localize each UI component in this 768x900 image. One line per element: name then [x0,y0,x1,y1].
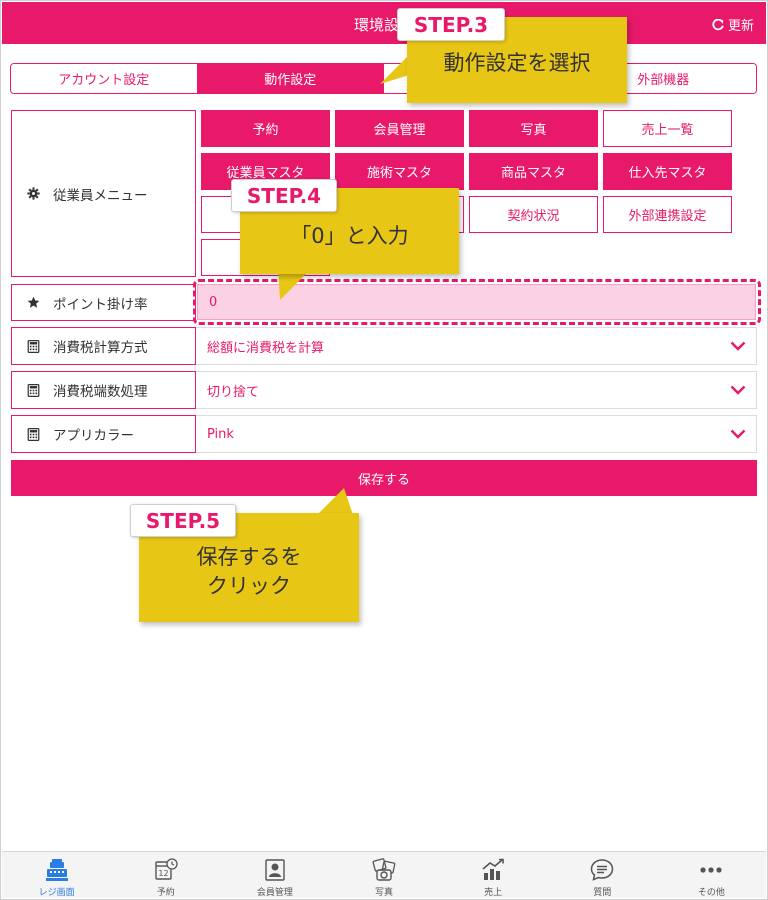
nav-item-member[interactable]: 会員管理 [220,852,329,898]
menu-button-employee-master[interactable]: 従業員マスタ [201,153,330,190]
tax-calc-select[interactable]: 総額に消費税を計算 [196,327,757,365]
point-rate-highlight [193,279,761,325]
app-color-value: Pink [207,426,234,442]
svg-text:12: 12 [158,869,168,878]
app-color-text: アプリカラー [53,428,134,444]
step5-tag: STEP.5 [130,504,236,537]
nav-item-reservation[interactable]: 12 予約 [111,852,220,898]
nav-item-more[interactable]: その他 [657,852,766,898]
app-header: 環境設定 更新 [2,2,766,44]
chat-icon [591,859,614,881]
employee-menu-text: 従業員メニュー [53,187,148,204]
calendar-icon: 12 [155,858,178,880]
bottom-nav: レジ画面 12 予約 会員管理 写真 売上 質問 その他 [2,851,766,898]
step4-tag: STEP.4 [231,179,337,212]
nav-label-questions: 質問 [593,888,612,898]
nav-item-questions[interactable]: 質問 [548,852,657,898]
menu-button-sales-list[interactable]: 売上一覧 [603,110,732,147]
chevron-down-icon [730,385,746,395]
nav-item-photo[interactable]: 写真 [329,852,438,898]
chevron-down-icon [730,429,746,439]
app-color-label: アプリカラー [11,415,196,453]
tax-rounding-label: 消費税端数処理 [11,371,196,409]
nav-item-register[interactable]: レジ画面 [2,852,111,898]
refresh-button[interactable]: 更新 [712,15,754,34]
page-title: 環境設定 [353,16,414,34]
app-color-select[interactable]: Pink [196,415,757,453]
employee-menu-label: 従業員メニュー [11,110,196,277]
menu-button-contract-status[interactable]: 契約状況 [469,196,598,233]
nav-label-more: その他 [697,888,725,898]
step3-tag: STEP.3 [397,8,505,41]
tax-calc-label: 消費税計算方式 [11,327,196,365]
nav-label-member: 会員管理 [256,888,293,898]
nav-label-reservation: 予約 [156,888,175,898]
tab-account-settings[interactable]: アカウント設定 [11,64,197,93]
point-rate-input-box [197,284,756,320]
step5-callout-line2: クリック [207,573,291,598]
tax-rounding-value: 切り捨て [207,384,260,400]
step5-callout-tail [314,488,354,518]
tax-calc-value: 総額に消費税を計算 [207,340,325,356]
nav-label-photo: 写真 [374,888,393,898]
menu-button-supplier-master[interactable]: 仕入先マスタ [603,153,732,190]
point-rate-input[interactable] [209,294,755,310]
refresh-label: 更新 [727,19,754,34]
chevron-down-icon [730,341,746,351]
tax-calc-text: 消費税計算方式 [53,340,148,356]
tax-rounding-text: 消費税端数処理 [53,384,148,400]
nav-label-sales: 売上 [484,888,503,898]
point-rate-text: ポイント掛け率 [53,296,148,313]
calculator-icon [26,427,40,441]
save-button[interactable]: 保存する [11,460,757,496]
step4-callout-text: 「0」と入力 [290,223,409,248]
menu-button-treatment-master[interactable]: 施術マスタ [335,153,464,190]
menu-button-reservation[interactable]: 予約 [201,110,330,147]
nav-label-register: レジ画面 [38,888,75,898]
nav-item-sales[interactable]: 売上 [439,852,548,898]
tax-rounding-select[interactable]: 切り捨て [196,371,757,409]
cash-register-icon [45,859,68,881]
menu-button-member-management[interactable]: 会員管理 [335,110,464,147]
star-icon [26,296,40,310]
menu-button-external-integration[interactable]: 外部連携設定 [603,196,732,233]
tab-operation-settings[interactable]: 動作設定 [196,64,383,93]
calculator-icon [26,383,40,397]
refresh-icon [712,18,724,30]
more-icon [700,867,723,873]
menu-button-product-master[interactable]: 商品マスタ [469,153,598,190]
point-rate-label: ポイント掛け率 [11,284,196,321]
step3-callout-text: 動作設定を選択 [443,50,591,75]
camera-icon [372,858,396,881]
sales-chart-icon [482,858,504,880]
menu-button-photo[interactable]: 写真 [469,110,598,147]
step5-callout-line1: 保存するを [196,544,302,569]
calculator-icon [26,339,40,353]
member-icon [265,859,285,881]
step4-callout-tail [278,268,312,300]
gear-icon [26,187,40,201]
